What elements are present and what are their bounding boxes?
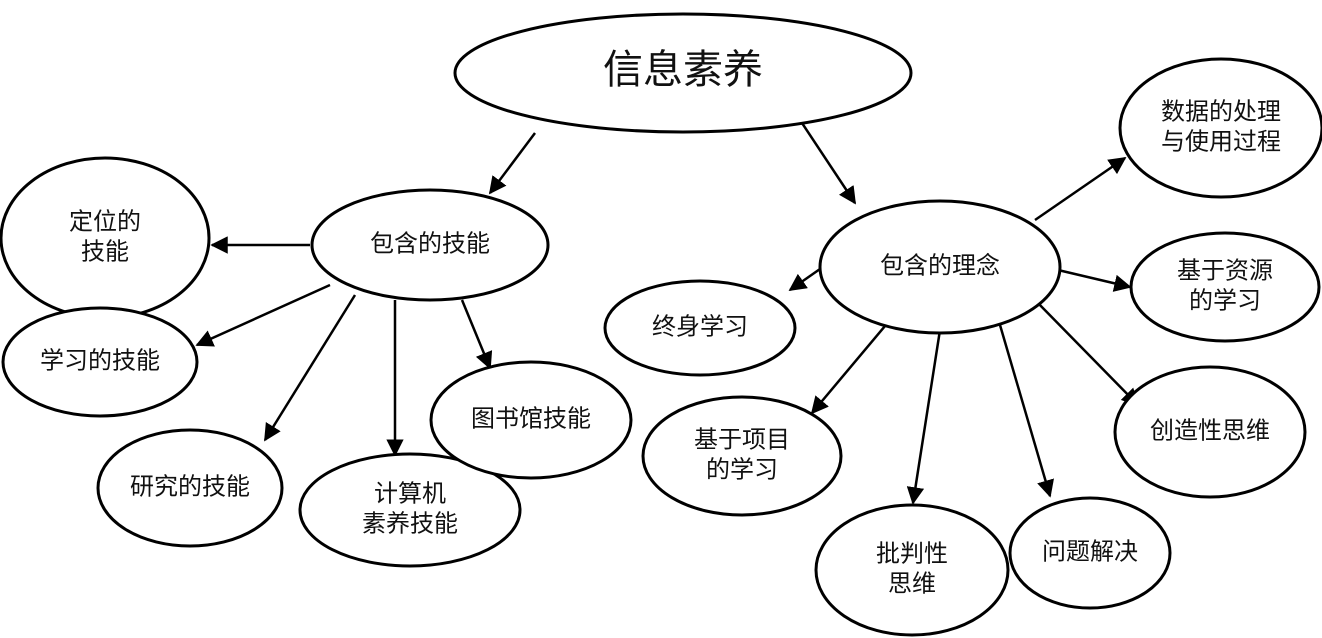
node-ellipse [1118, 57, 1322, 199]
node-label: 技能 [81, 238, 129, 266]
node-skill-learning: 学习的技能 [1, 306, 199, 418]
node-label: 基于项目 [694, 426, 790, 454]
arrow-edge [488, 132, 536, 195]
arrow-edge [263, 294, 357, 442]
node-label: 批判性 [876, 540, 948, 568]
node-label: 素养技能 [362, 510, 458, 538]
node-label: 信息素养 [603, 47, 763, 93]
arrow-edge [798, 119, 857, 205]
node-skill-research: 研究的技能 [96, 428, 284, 548]
node-label: 的学习 [706, 456, 778, 484]
arrow-edge [195, 283, 331, 347]
arrow-edge [460, 299, 493, 370]
node-ellipse [453, 12, 913, 134]
node-ellipse [603, 279, 797, 377]
node-ellipse [298, 452, 522, 568]
node-label: 与使用过程 [1161, 128, 1281, 156]
node-ellipse [818, 199, 1062, 335]
edges [195, 119, 1140, 505]
node-label: 计算机 [374, 480, 446, 508]
node-concept-problem: 问题解决 [1008, 496, 1172, 610]
node-label: 的学习 [1189, 287, 1261, 315]
arrow-edge [1034, 156, 1127, 222]
arrow-edge [810, 319, 891, 415]
node-ellipse [310, 188, 550, 302]
node-ellipse [1129, 231, 1321, 343]
node-ellipse [1, 306, 199, 418]
node-ellipse [429, 360, 633, 480]
node-label: 创造性思维 [1150, 417, 1270, 445]
node-label: 定位的 [69, 208, 141, 236]
node-label: 数据的处理 [1161, 98, 1281, 126]
node-label: 基于资源 [1177, 257, 1273, 285]
node-label: 终身学习 [652, 313, 748, 341]
node-ellipse [96, 428, 284, 548]
node-skill-library: 图书馆技能 [429, 360, 633, 480]
node-ellipse [1008, 496, 1172, 610]
node-ellipse [1113, 365, 1307, 499]
node-label: 图书馆技能 [471, 405, 591, 433]
node-root: 信息素养 [453, 12, 913, 134]
arrow-edge [906, 329, 942, 505]
node-ellipse [641, 395, 843, 517]
node-ellipse [814, 503, 1010, 637]
node-label: 包含的理念 [880, 252, 1000, 280]
node-label: 学习的技能 [40, 347, 160, 375]
node-label: 包含的技能 [370, 230, 490, 258]
node-skills-hub: 包含的技能 [310, 188, 550, 302]
arrow-edge [1034, 299, 1140, 407]
node-concepts-hub: 包含的理念 [818, 199, 1062, 335]
node-label: 问题解决 [1042, 538, 1138, 566]
arrow-edge [1057, 268, 1132, 292]
node-label: 思维 [888, 570, 936, 598]
arrow-edge [998, 324, 1054, 498]
node-label: 研究的技能 [130, 473, 250, 501]
node-concept-lifelong: 终身学习 [603, 279, 797, 377]
node-concept-creative: 创造性思维 [1113, 365, 1307, 499]
